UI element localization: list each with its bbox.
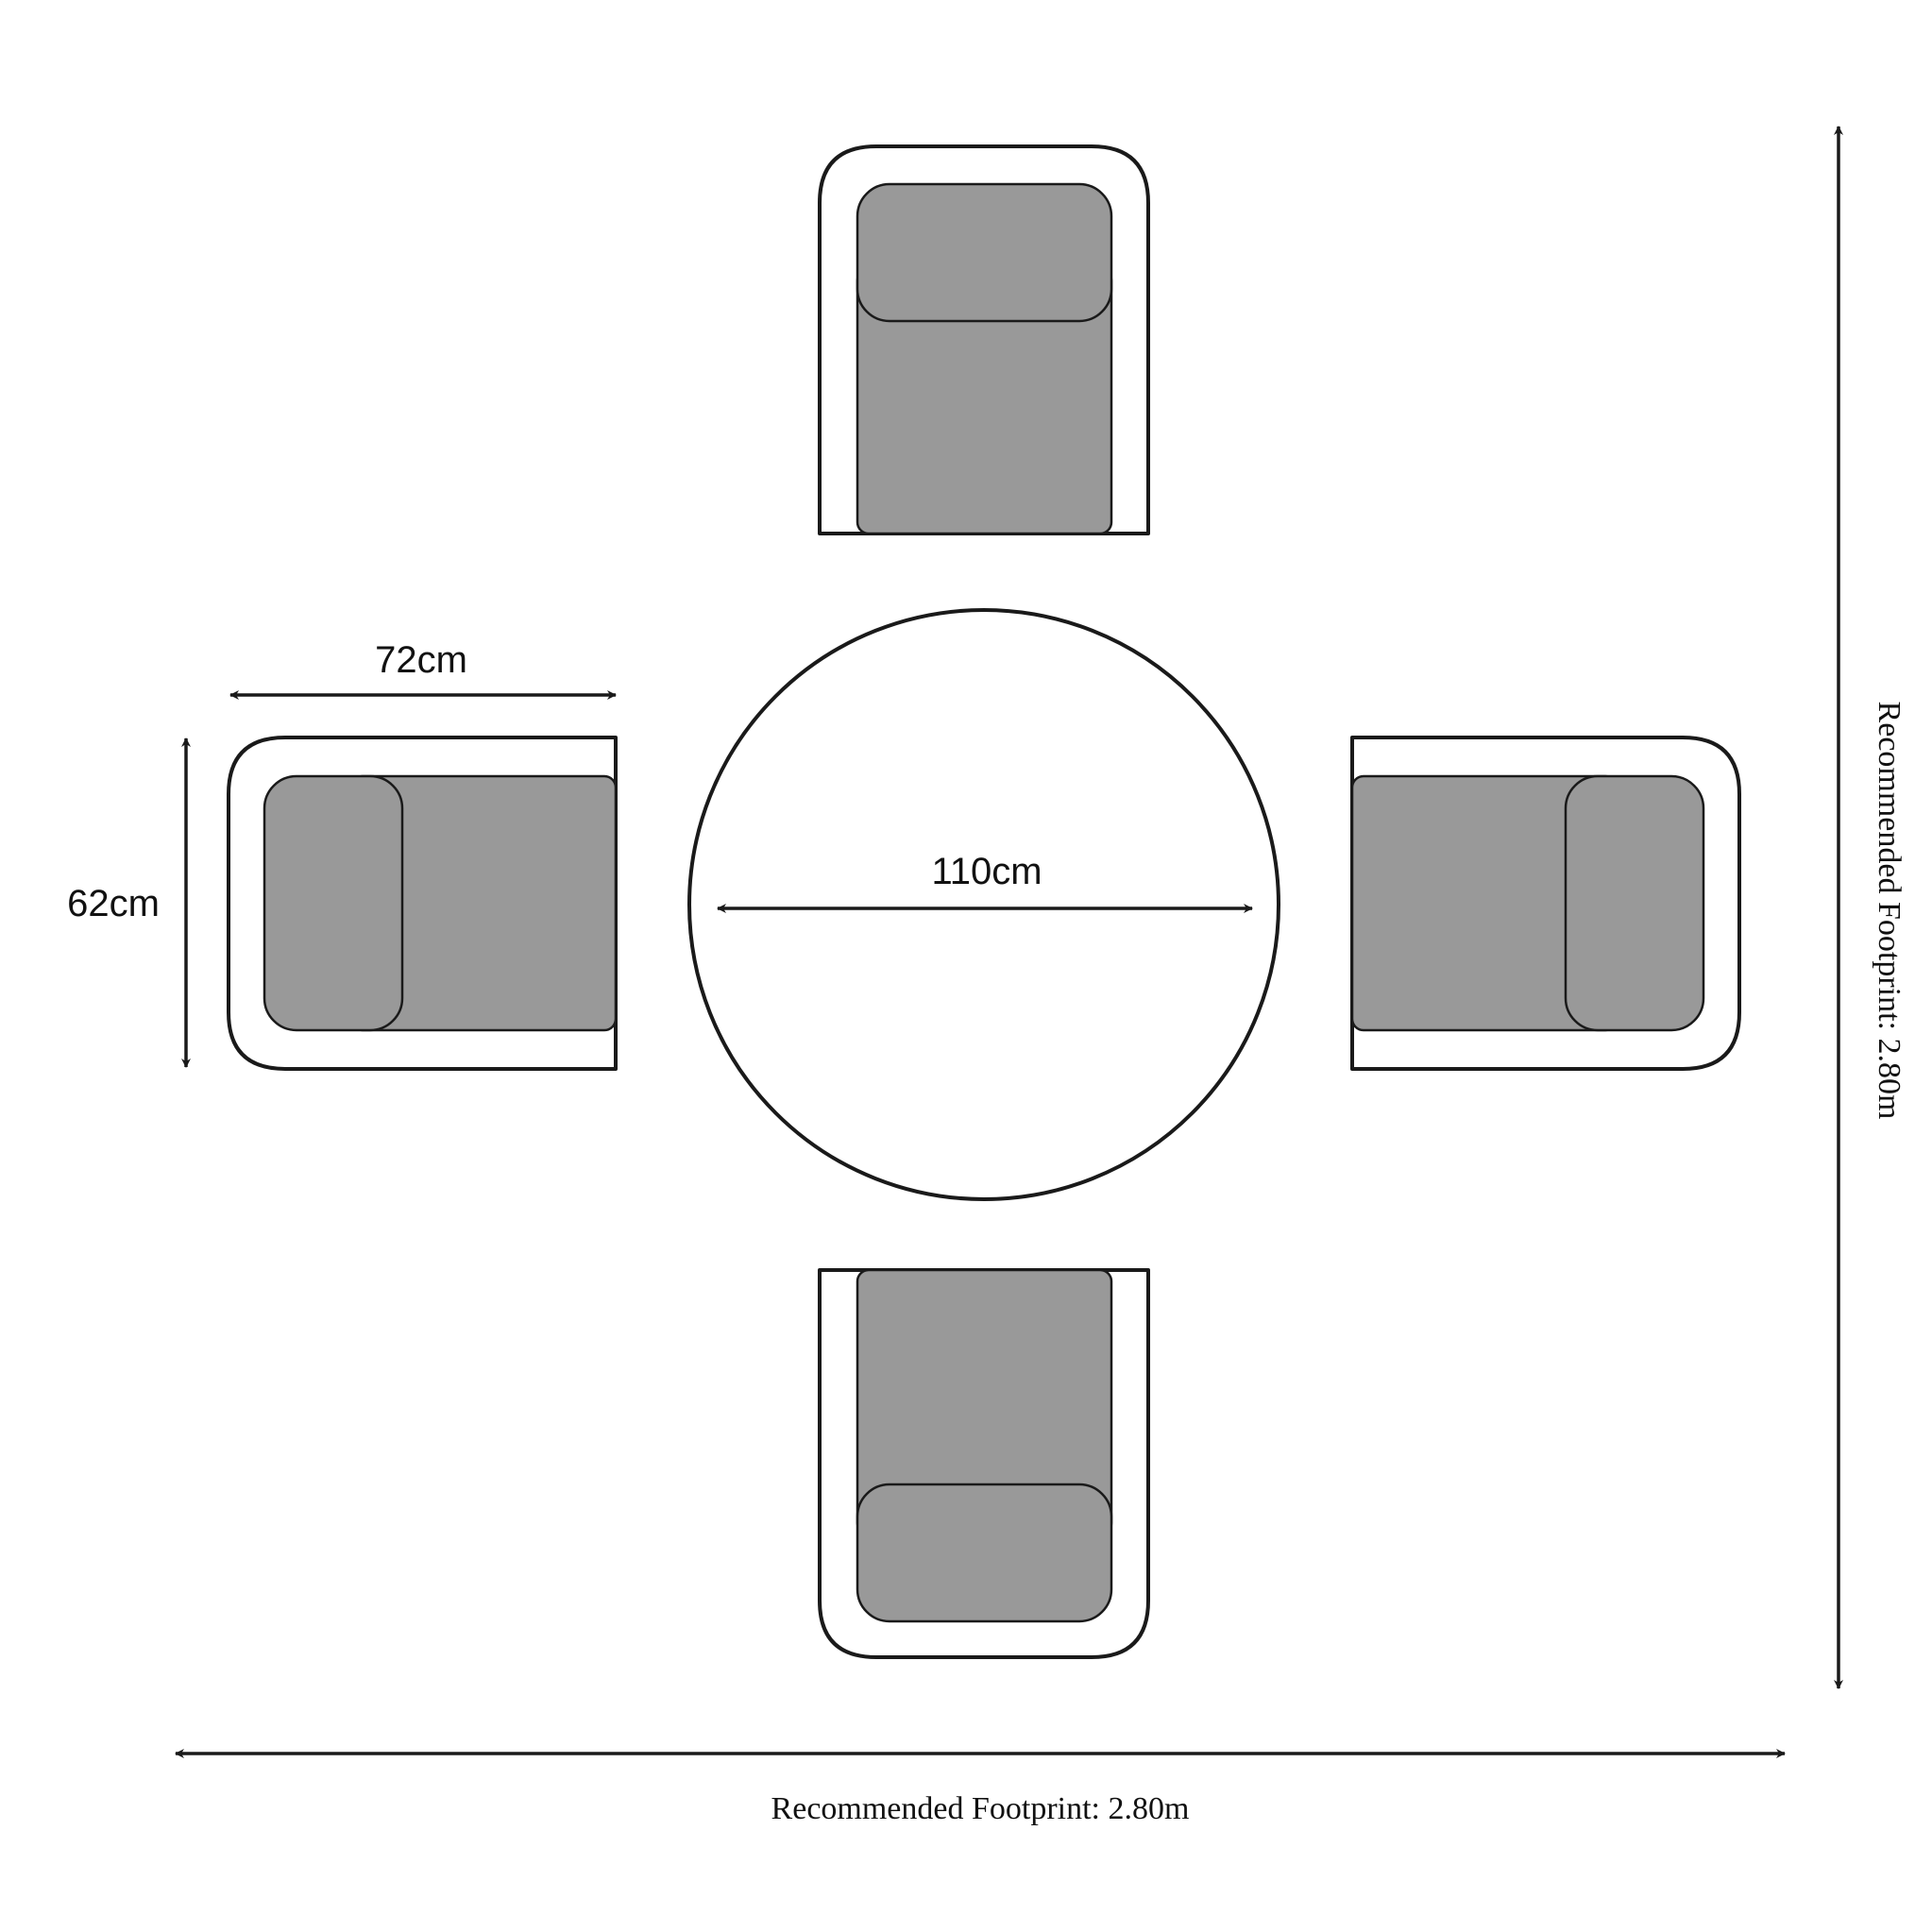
chair-left bbox=[227, 736, 618, 1071]
chair-right bbox=[1350, 736, 1741, 1071]
table-diameter-label: 110cm bbox=[931, 851, 1042, 892]
footprint-vertical-label: Recommended Footprint: 2.80m bbox=[1872, 702, 1907, 1120]
chair-right-back-cushion bbox=[1564, 774, 1705, 1032]
chair-top bbox=[818, 144, 1150, 535]
chair-bottom-back-cushion bbox=[856, 1483, 1113, 1623]
footprint-horizontal-label: Recommended Footprint: 2.80m bbox=[771, 1791, 1190, 1826]
chair-top-back-cushion bbox=[856, 182, 1113, 323]
chair-left-back-cushion bbox=[263, 774, 404, 1032]
round-table bbox=[687, 608, 1280, 1201]
chair-depth-label: 62cm bbox=[67, 883, 160, 924]
chair-width-label: 72cm bbox=[375, 639, 467, 681]
chair-bottom bbox=[818, 1268, 1150, 1659]
